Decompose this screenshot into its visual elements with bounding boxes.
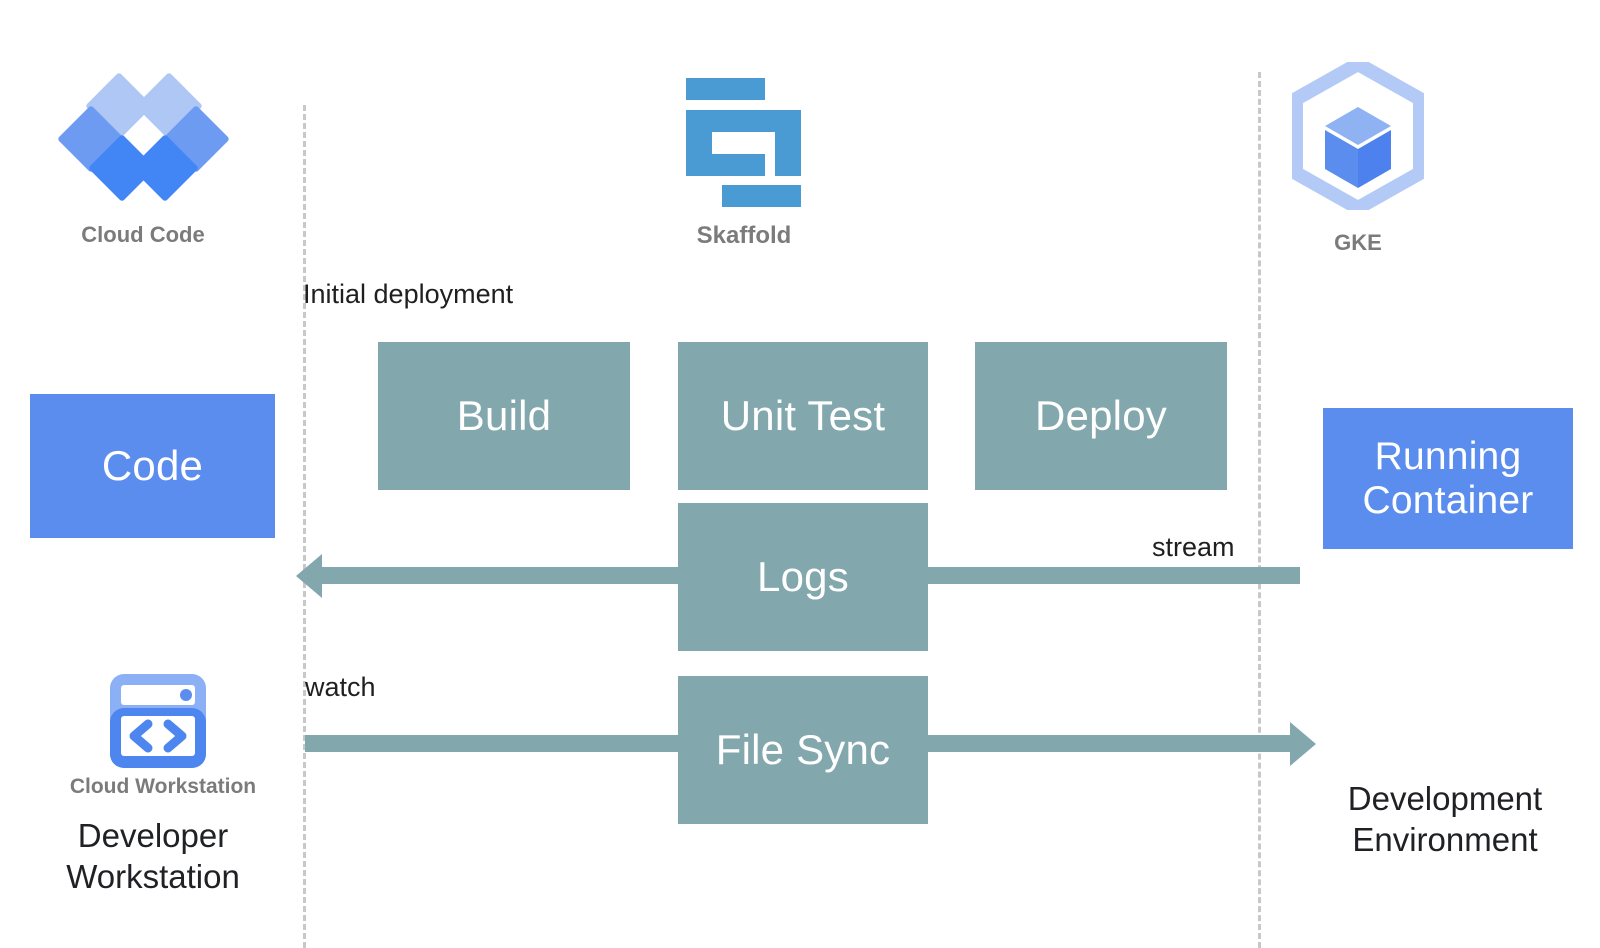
- zone-caption-development-environment: Development Environment: [1300, 778, 1590, 861]
- label-watch: watch: [305, 672, 376, 702]
- zone-caption-left-line2: Workstation: [66, 858, 240, 896]
- gke-caption: GKE: [1334, 230, 1382, 255]
- box-logs[interactable]: Logs: [678, 503, 928, 651]
- lane-divider-right: [1258, 72, 1261, 948]
- file-sync-arrow-head-right: [1290, 722, 1316, 766]
- box-deploy[interactable]: Deploy: [975, 342, 1227, 490]
- skaffold-logo: [686, 78, 801, 207]
- box-code[interactable]: Code: [30, 394, 275, 538]
- gke-logo: [1289, 57, 1427, 215]
- box-file-sync[interactable]: File Sync: [678, 676, 928, 824]
- box-running-container-label-line2: Container: [1362, 478, 1534, 522]
- zone-caption-right-line2: Environment: [1352, 821, 1538, 859]
- zone-caption-developer-workstation: Developer Workstation: [8, 815, 298, 898]
- cloud-code-logo: [57, 72, 230, 206]
- box-build-label: Build: [456, 392, 552, 440]
- cloud-workstation-caption: Cloud Workstation: [69, 775, 257, 798]
- cloud-code-caption: Cloud Code: [81, 222, 205, 247]
- box-unit-test-label: Unit Test: [720, 392, 886, 440]
- gke-hexagon-cube-icon: [1289, 57, 1427, 215]
- lane-divider-left: [303, 105, 306, 948]
- cloud-workstation-icon: [108, 672, 208, 770]
- box-build[interactable]: Build: [378, 342, 630, 490]
- box-deploy-label: Deploy: [1035, 392, 1167, 440]
- box-unit-test[interactable]: Unit Test: [678, 342, 928, 490]
- zone-caption-right-line1: Development: [1347, 780, 1543, 817]
- browser-code-window-icon: [110, 674, 206, 768]
- label-initial-deployment: Initial deployment: [303, 279, 514, 309]
- zone-caption-left-line1: Developer: [77, 817, 229, 854]
- skaffold-caption: Skaffold: [696, 222, 792, 249]
- box-running-container[interactable]: Running Container: [1323, 408, 1573, 549]
- logs-arrow-head-left: [296, 554, 322, 598]
- box-code-label: Code: [101, 442, 204, 490]
- box-logs-label: Logs: [757, 553, 849, 601]
- box-running-container-label-line1: Running: [1374, 434, 1522, 478]
- label-stream: stream: [1152, 532, 1235, 562]
- box-file-sync-label: File Sync: [715, 726, 891, 774]
